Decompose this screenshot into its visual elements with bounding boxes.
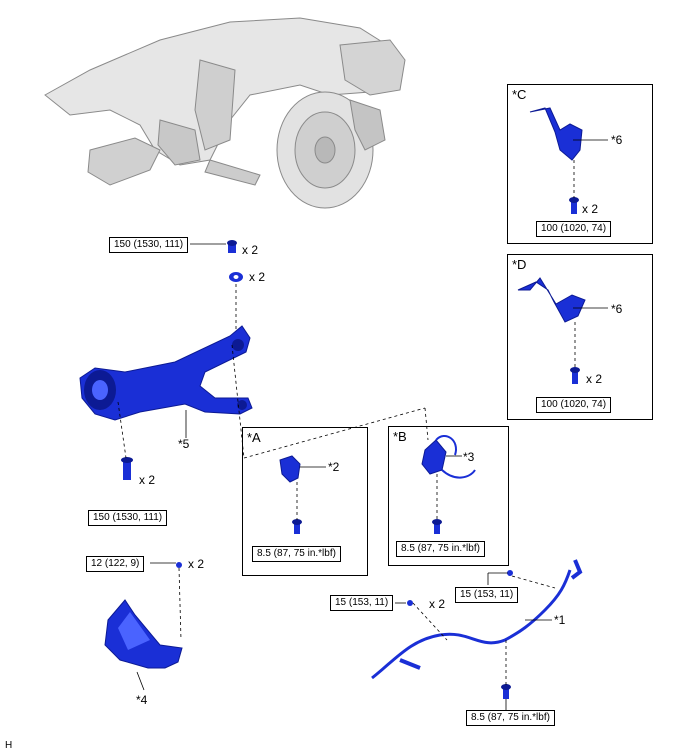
detail-c-label: *C [512, 87, 527, 102]
qty-arm-washer: x 2 [249, 270, 266, 284]
qty-detail-d-bolt: x 2 [586, 372, 603, 386]
callout-cover: *4 [136, 693, 148, 707]
detail-d-label: *D [512, 257, 527, 272]
arm-top-bolt [227, 240, 237, 253]
detail-a-frame: *A [242, 427, 368, 576]
detail-d-frame: *D [507, 254, 653, 420]
callout-sensor: *3 [463, 450, 475, 464]
detail-c-frame: *C [507, 84, 653, 244]
torque-arm-bottom: 150 (1530, 111) [88, 510, 168, 526]
arm-bottom-bolt [121, 457, 133, 480]
qty-arm-bolt-bottom: x 2 [139, 473, 156, 487]
torque-detail-a: 8.5 (87, 75 in.*lbf) [252, 546, 341, 562]
lower-arm-part [79, 325, 253, 421]
detail-a-label: *A [247, 430, 261, 445]
arm-washer [229, 272, 243, 282]
callout-bracket-c: *6 [611, 133, 623, 147]
suspension-assembly-overview [44, 17, 406, 209]
qty-arm-bolt-top: x 2 [242, 243, 259, 257]
torque-detail-c: 100 (1020, 74) [536, 221, 612, 237]
callout-lower-arm: *5 [178, 437, 190, 451]
torque-harness-left: 15 (153, 11) [330, 595, 394, 611]
callout-harness: *1 [554, 613, 566, 627]
torque-harness-bottom: 8.5 (87, 75 in.*lbf) [466, 710, 555, 726]
qty-cover-bolt: x 2 [188, 557, 205, 571]
cover-bolt [176, 562, 182, 568]
dashed-leaders [117, 160, 576, 685]
sensor-part [421, 435, 476, 534]
qty-detail-c-bolt: x 2 [582, 202, 599, 216]
torque-detail-b: 8.5 (87, 75 in.*lbf) [396, 541, 485, 557]
cover-part [104, 599, 183, 669]
torque-arm-top: 150 (1530, 111) [109, 237, 189, 253]
torque-cover: 12 (122, 9) [86, 556, 145, 572]
callout-sensor-bracket: *2 [328, 460, 340, 474]
harness-part [371, 559, 583, 680]
detail-b-label: *B [393, 429, 407, 444]
corner-mark: H [5, 740, 13, 751]
torque-detail-d: 100 (1020, 74) [536, 397, 612, 413]
sensor-bracket-part [279, 455, 302, 534]
harness-clips [407, 570, 513, 699]
detail-b-frame: *B [388, 426, 509, 566]
callout-bracket-d: *6 [611, 302, 623, 316]
solid-leaders [136, 139, 608, 710]
bracket-c-part [529, 107, 583, 214]
torque-harness-right: 15 (153, 11) [455, 587, 519, 603]
qty-harness-clip: x 2 [429, 597, 446, 611]
